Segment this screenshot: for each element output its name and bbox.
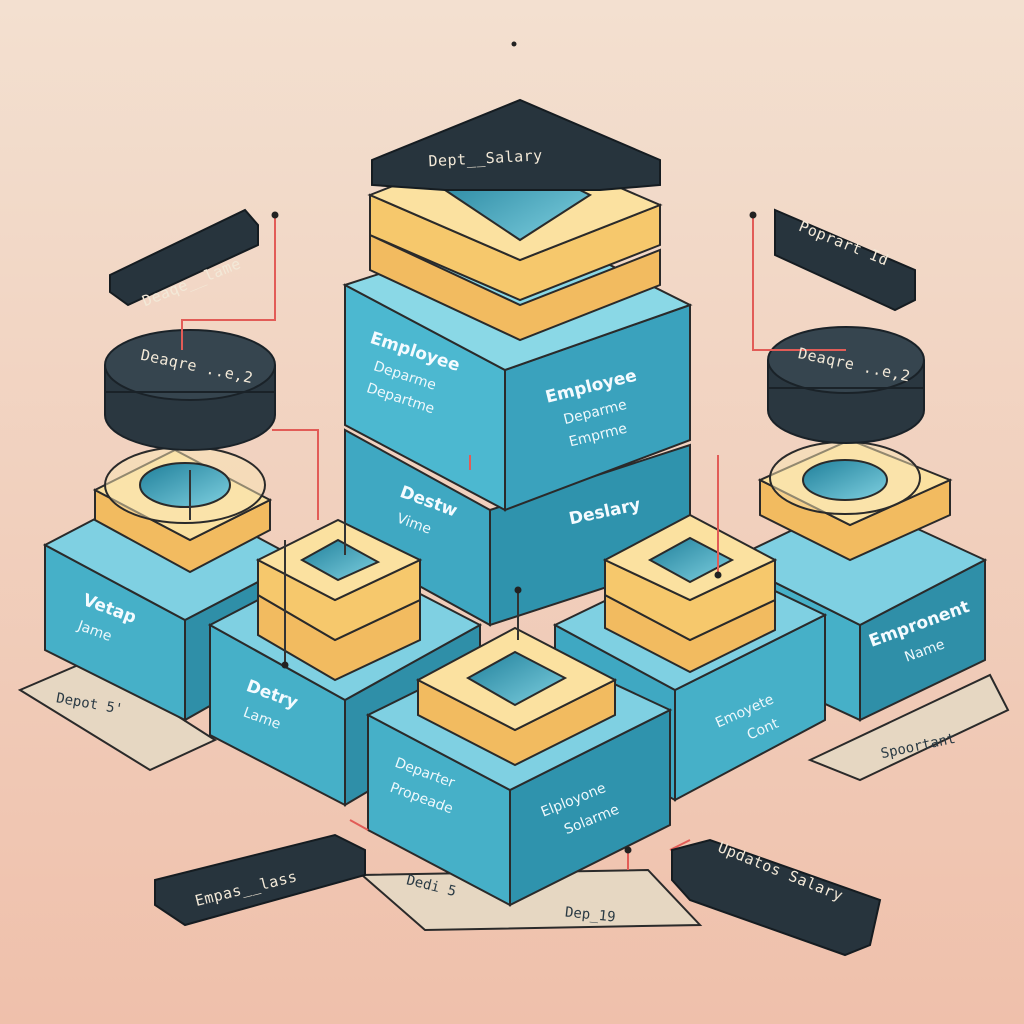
tag-bottom-right (671, 838, 882, 957)
block-center-front (359, 626, 703, 932)
dot-marker (511, 41, 517, 47)
tag-left (109, 208, 259, 307)
tag-bottom-left (154, 833, 366, 927)
tag-right (774, 208, 916, 312)
plate-center-b-label: Dep_19 (564, 904, 616, 925)
top-tag-label: Dept__Salary (428, 146, 543, 170)
connector-dots (271, 211, 757, 854)
connector-lines (181, 215, 846, 870)
block-far-left (17, 329, 303, 772)
center-tower (342, 98, 693, 627)
